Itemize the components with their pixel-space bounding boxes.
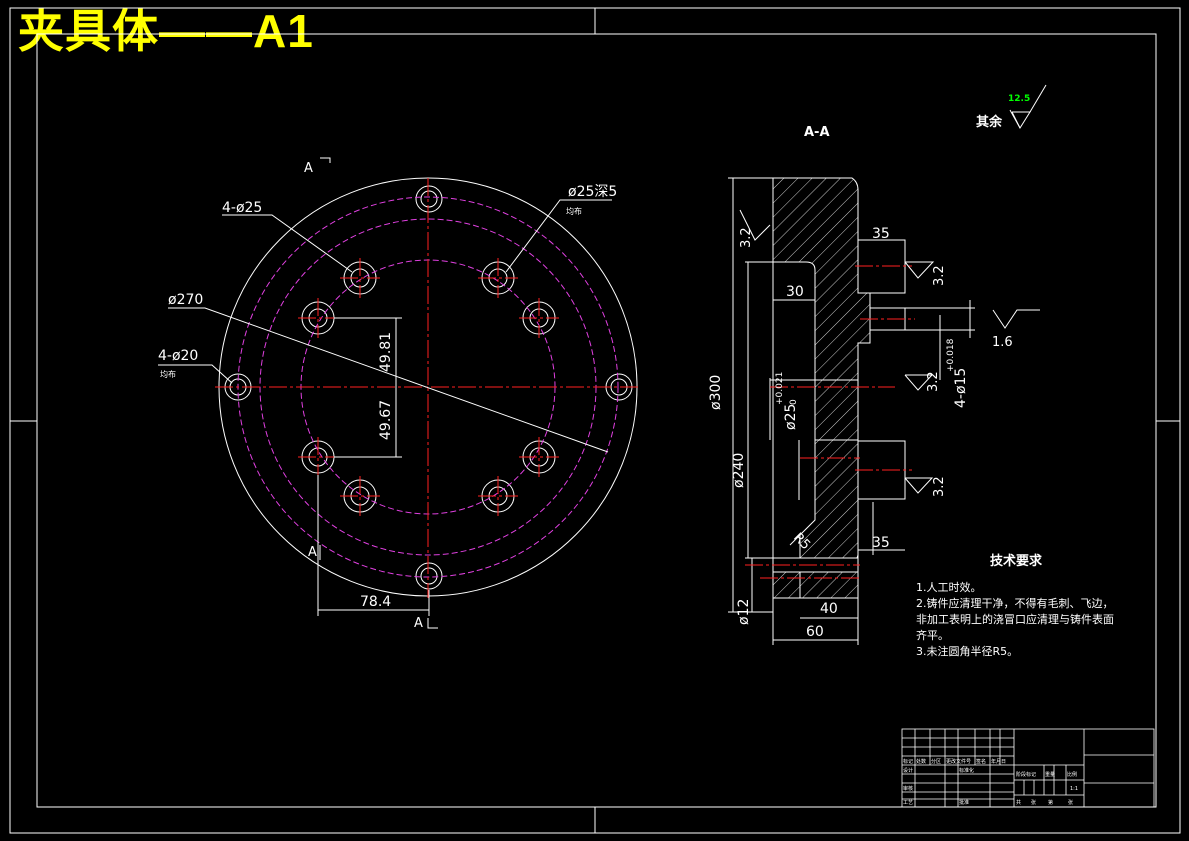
roughness-1-6: 1.6 (992, 335, 1013, 350)
surface-finish-value: 12.5 (1008, 94, 1030, 104)
technical-requirements-heading: 技术要求 (989, 554, 1042, 569)
svg-text:1:1: 1:1 (1070, 786, 1078, 792)
dim-40: 40 (820, 601, 838, 617)
dim-d240: ø240 (731, 453, 747, 488)
dim-60: 60 (806, 624, 824, 640)
svg-text:设计: 设计 (903, 767, 913, 774)
svg-text:更改文件号: 更改文件号 (946, 758, 971, 765)
svg-text:标准化: 标准化 (959, 767, 974, 774)
callout-4-d20: 4-ø20 (158, 348, 198, 364)
requirement-item: 1.人工时效。 (916, 581, 982, 594)
dim-30: 30 (786, 284, 804, 300)
requirement-item: 3.未注圆角半径R5。 (916, 645, 1019, 658)
section-mark-left: A (308, 545, 317, 560)
svg-text:张: 张 (1031, 799, 1036, 806)
title-block (901, 728, 1155, 808)
svg-text:工艺: 工艺 (903, 800, 913, 806)
svg-text:阶段标记: 阶段标记 (1016, 771, 1036, 778)
callout-d25-note: 均布 (566, 206, 582, 216)
dim-d25: ø25 (783, 404, 799, 430)
svg-text:标记: 标记 (903, 758, 913, 765)
dim-4-d15: 4-ø15 (953, 368, 969, 408)
svg-text:共: 共 (1016, 799, 1021, 806)
roughness-3-2-d: 3.2 (932, 476, 947, 497)
dim-49-81: 49.81 (378, 332, 394, 372)
svg-text:重量: 重量 (1045, 771, 1055, 778)
svg-text:处数: 处数 (916, 758, 926, 765)
callout-4-d25: 4-ø25 (222, 200, 262, 216)
roughness-3-2-a: 3.2 (739, 227, 754, 248)
callout-d270: ø270 (168, 292, 203, 308)
title-block-labels: 标记 处数 分区 更改文件号 签名 年月日 设计 标准化 审核 工艺 批准 阶段… (903, 758, 1078, 806)
section-mark-bottom: A (414, 616, 423, 631)
plan-view: A A A 4-ø25 ø25深5 均布 ø270 4-ø20 均布 49.81… (158, 157, 640, 631)
surface-finish-label: 其余 (976, 114, 1003, 130)
section-mark-top: A (304, 161, 313, 176)
dim-49-67: 49.67 (378, 400, 394, 440)
dim-35-bottom: 35 (872, 535, 890, 551)
svg-text:分区: 分区 (931, 758, 941, 765)
callout-d25-depth: ø25深5 (568, 184, 617, 200)
technical-requirements: 技术要求 1.人工时效。 2.铸件应清理干净，不得有毛刺、飞边，非加工表明上的浇… (916, 554, 1116, 660)
svg-text:年月日: 年月日 (991, 758, 1006, 765)
svg-text:比例: 比例 (1067, 771, 1077, 778)
dim-35-top: 35 (872, 226, 890, 242)
svg-text:审核: 审核 (903, 785, 913, 792)
sheet-frame (9, 7, 1181, 834)
dim-d12: ø12 (736, 599, 752, 625)
dim-4-d15-tol: +0.018 (946, 338, 956, 372)
callout-4-d20-note: 均布 (160, 369, 176, 379)
roughness-3-2-c: 3.2 (926, 371, 941, 392)
section-view: A-A (708, 84, 1047, 645)
svg-text:批准: 批准 (959, 799, 969, 806)
dim-d25-lower: 0 (789, 399, 799, 405)
svg-text:张: 张 (1068, 799, 1073, 806)
svg-text:第: 第 (1048, 799, 1053, 806)
dim-d300: ø300 (708, 375, 724, 410)
roughness-3-2-b: 3.2 (932, 265, 947, 286)
section-body (772, 177, 871, 559)
dim-d25-upper: +0.021 (775, 372, 785, 405)
section-label: A-A (804, 125, 830, 140)
svg-text:签名: 签名 (976, 758, 986, 765)
drawing-title: 夹具体——A1 (18, 5, 314, 57)
requirement-item: 2.铸件应清理干净，不得有毛刺、飞边，非加工表明上的浇冒口应清理与铸件表面齐平。 (916, 597, 1114, 642)
dim-78-4: 78.4 (360, 594, 391, 610)
